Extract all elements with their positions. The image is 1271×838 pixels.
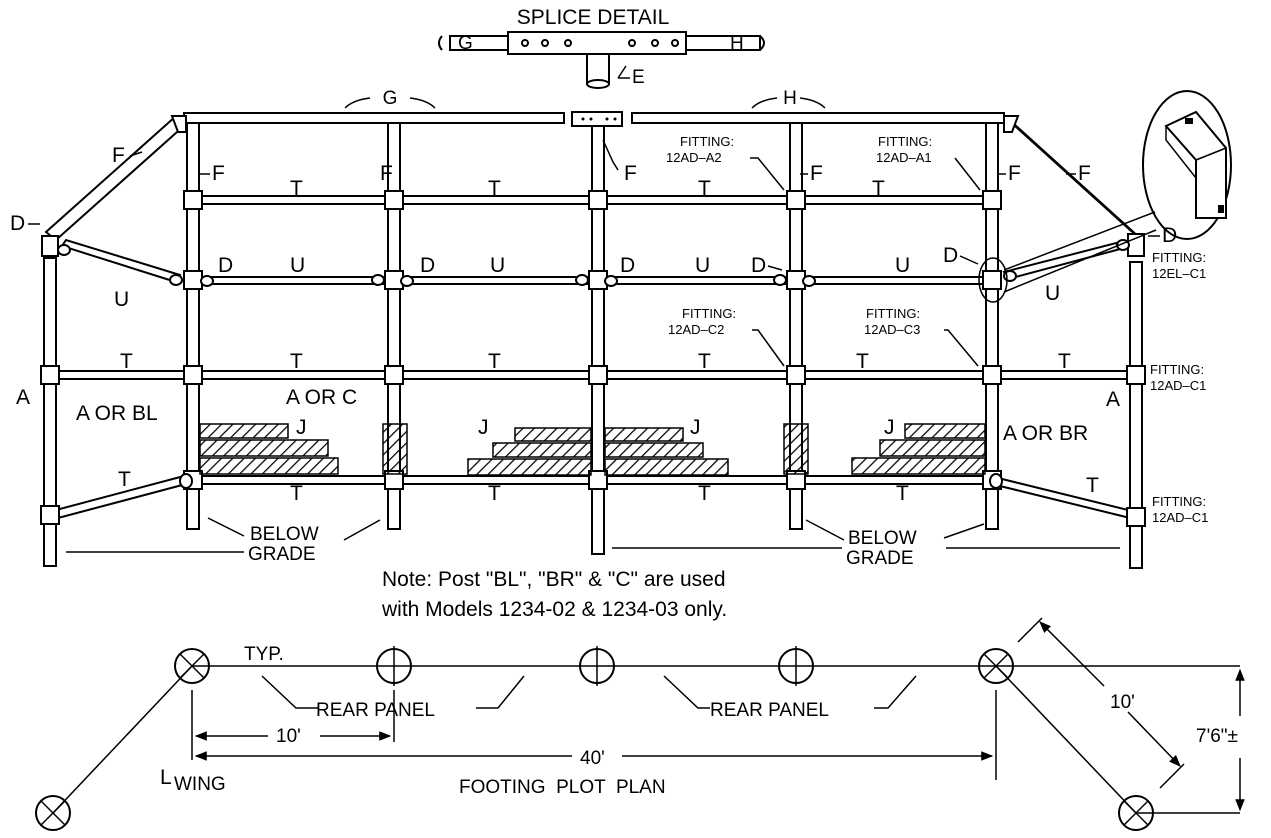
splice-h-label: H	[730, 33, 744, 54]
label-f-left: F	[112, 144, 125, 167]
below-grade-right-2: GRADE	[846, 548, 914, 569]
label-t-16: T	[1086, 474, 1099, 497]
below-grade-right: BELOW GRADE	[612, 519, 1120, 569]
label-t-8: T	[698, 350, 711, 373]
label-u-1: U	[290, 254, 305, 277]
label-f-4: F	[810, 162, 823, 185]
label-j-4: J	[884, 416, 895, 439]
plan-typ: TYP.	[244, 644, 284, 665]
wing-label: WING	[174, 774, 226, 795]
footing-2	[376, 646, 412, 686]
cross-fittings	[40, 190, 1146, 527]
footing-3	[579, 646, 615, 686]
label-t-7: T	[488, 350, 501, 373]
fitting-c3-line1: FITTING:	[866, 306, 920, 321]
label-t-14: T	[698, 482, 711, 505]
fitting-c1-low-line1: FITTING:	[1152, 494, 1206, 509]
posts	[43, 122, 1143, 569]
fitting-c3-line2: 12AD–C3	[864, 322, 920, 337]
label-u-4: U	[895, 254, 910, 277]
rear-panel-2: REAR PANEL	[710, 700, 829, 721]
label-u-right: U	[1045, 282, 1060, 305]
label-f-1: F	[212, 162, 225, 185]
fitting-c2-line2: 12AD–C2	[668, 322, 724, 337]
fitting-a2-line1: FITTING:	[680, 134, 734, 149]
splice-title: SPLICE DETAIL	[517, 6, 670, 29]
rear-panel-1: REAR PANEL	[316, 700, 435, 721]
label-t-5: T	[120, 350, 133, 373]
fitting-c1-mid-line1: FITTING:	[1150, 362, 1204, 377]
label-f-2: F	[380, 162, 393, 185]
note-line-2: with Models 1234-02 & 1234-03 only.	[381, 598, 727, 621]
footing-4	[778, 646, 814, 686]
label-a-left: A	[16, 386, 30, 409]
fitting-a1-line2: 12AD–A1	[876, 150, 932, 165]
note-line-1: Note: Post "BL", "BR" & "C" are used	[382, 568, 726, 591]
part-labels: F F F F F F F D D D D D D D T T T T U U …	[10, 139, 1177, 505]
splice-detail: SPLICE DETAIL G H E	[438, 6, 765, 89]
dim-10-wing: 10'	[1110, 692, 1135, 713]
fitting-c2-line1: FITTING:	[682, 306, 736, 321]
label-t-4: T	[872, 177, 885, 200]
label-d-left: D	[10, 212, 25, 235]
fitting-a1-line1: FITTING:	[878, 134, 932, 149]
label-t-15: T	[896, 482, 909, 505]
eyelet-fittings	[57, 239, 1130, 489]
label-u-left: U	[114, 288, 129, 311]
fitting-c1-mid-line2: 12AD–C1	[1150, 378, 1206, 393]
top-label-h: H	[783, 88, 797, 109]
label-a-or-c: A OR C	[286, 386, 357, 409]
label-j-3: J	[690, 416, 701, 439]
label-j-2: J	[478, 416, 489, 439]
label-d-2: D	[420, 254, 435, 277]
label-a-or-br: A OR BR	[1003, 422, 1088, 445]
label-u-3: U	[695, 254, 710, 277]
label-a-or-bl: A OR BL	[76, 402, 158, 425]
label-f-3: F	[624, 162, 637, 185]
fitting-c1-low-line2: 12AD–C1	[1152, 510, 1208, 525]
label-d-1: D	[218, 254, 233, 277]
dim-7-6: 7'6"±	[1196, 726, 1238, 747]
fitting-a2-line2: 12AD–A2	[666, 150, 722, 165]
label-t-3: T	[698, 177, 711, 200]
top-label-g: G	[383, 88, 398, 109]
label-d-right: D	[1162, 224, 1177, 247]
label-d-5: D	[943, 244, 958, 267]
fitting-el-c1-line2: 12EL–C1	[1152, 266, 1206, 281]
label-d-4: D	[751, 254, 766, 277]
label-t-2: T	[488, 177, 501, 200]
splice-e-label: E	[632, 67, 645, 88]
label-t-12: T	[290, 482, 303, 505]
below-grade-left-1: BELOW	[250, 524, 319, 545]
label-t-10: T	[1058, 350, 1071, 373]
label-u-2: U	[490, 254, 505, 277]
fitting-labels: FITTING: 12AD–A2 FITTING: 12AD–A1 FITTIN…	[666, 134, 1208, 525]
label-a-right: A	[1106, 388, 1120, 411]
fitting-callout	[1003, 90, 1232, 293]
plan-title: FOOTING PLOT PLAN	[459, 777, 666, 798]
dim-10-rear: 10'	[276, 726, 301, 747]
label-j-1: J	[296, 416, 307, 439]
label-f-right: F	[1078, 162, 1091, 185]
label-f-5: F	[1008, 162, 1021, 185]
fitting-el-c1-line1: FITTING:	[1152, 250, 1206, 265]
below-grade-right-1: BELOW	[848, 528, 917, 549]
footing-plot-plan: TYP. REAR PANEL REAR PANEL 10' 40' 10' 7…	[35, 617, 1245, 831]
stacked-panels	[199, 423, 986, 476]
splice-g-label: G	[458, 33, 473, 54]
label-t-1: T	[290, 177, 303, 200]
dim-40: 40'	[580, 748, 605, 769]
below-grade-left-2: GRADE	[248, 544, 316, 565]
label-t-6: T	[290, 350, 303, 373]
below-grade-left: BELOW GRADE	[66, 517, 381, 565]
label-t-9: T	[856, 350, 869, 373]
label-t-11: T	[118, 468, 131, 491]
label-t-13: T	[488, 482, 501, 505]
wing-l: L	[160, 766, 172, 789]
label-d-3: D	[620, 254, 635, 277]
